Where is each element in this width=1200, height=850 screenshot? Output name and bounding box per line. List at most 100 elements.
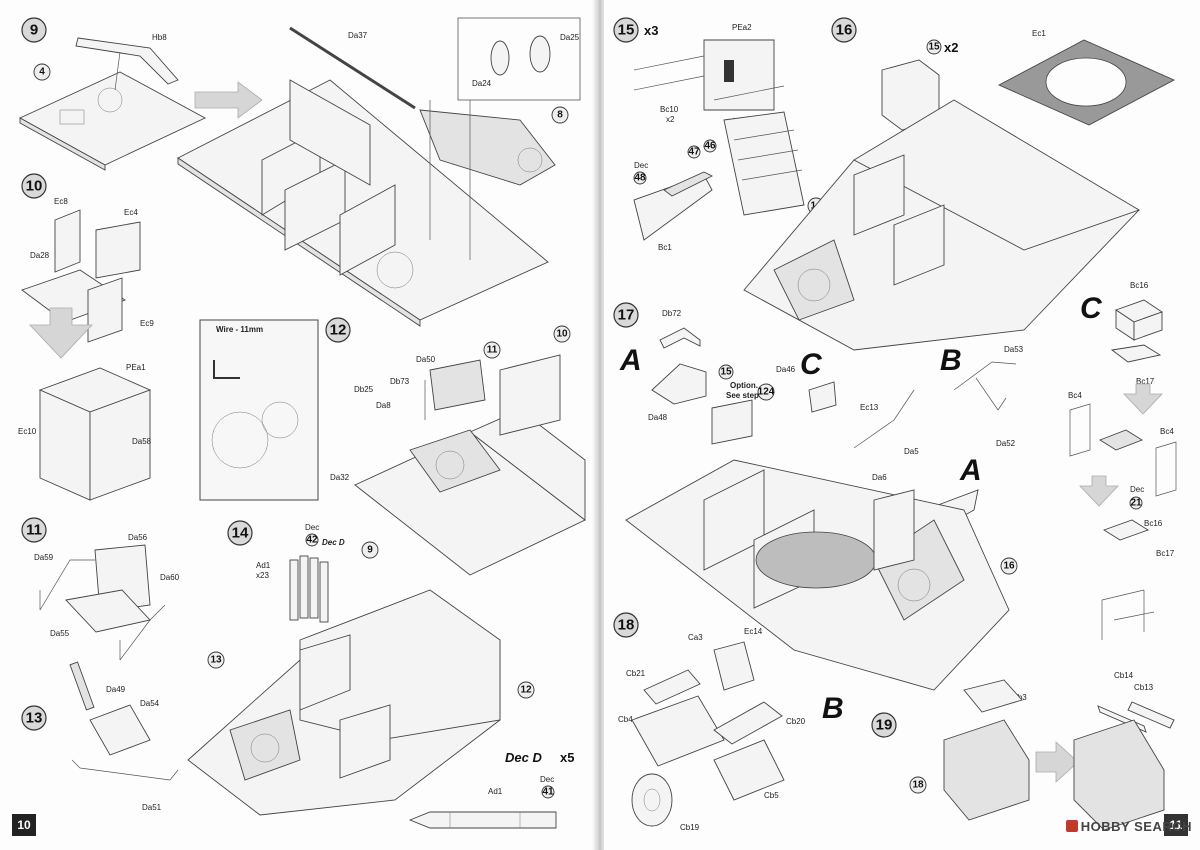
step-16: 16 15 x2 Ec1 14 bbox=[743, 17, 1176, 351]
hull-box-3 bbox=[339, 184, 396, 276]
hb8-part bbox=[75, 37, 179, 85]
cb4-label: Cb4 bbox=[618, 715, 633, 724]
step-14-engine bbox=[229, 709, 301, 781]
da58-label: Da58 bbox=[132, 437, 152, 446]
dec-48-label: 48 bbox=[634, 173, 646, 184]
sub-c-ref: C bbox=[800, 348, 823, 381]
step-15: 15 x3 PEa2 Bc10 x2 Bc1 Dec bbox=[613, 17, 805, 252]
dec-47-label: 47 bbox=[688, 147, 700, 158]
cb20-label: Cb20 bbox=[786, 717, 806, 726]
engine-part bbox=[419, 109, 556, 186]
da59-label: Da59 bbox=[34, 553, 54, 562]
step-19: 19 Cb3 18 Cb14 Cb13 bbox=[871, 671, 1175, 831]
ref-16-label: 16 bbox=[1003, 561, 1015, 572]
ref-10-label: 10 bbox=[556, 329, 568, 340]
floor-plate-edge bbox=[19, 117, 106, 171]
da24-label: Da24 bbox=[472, 79, 492, 88]
ec10-label: Ec10 bbox=[18, 427, 37, 436]
ref-8-label: 8 bbox=[557, 110, 563, 121]
sub-b-lever-part bbox=[953, 361, 1017, 411]
hull-wall bbox=[289, 79, 371, 186]
step-16-sub-mult: x2 bbox=[944, 40, 958, 55]
step-12-ref-10 bbox=[553, 325, 571, 343]
dec-21-label: 21 bbox=[1130, 498, 1142, 509]
step-124-ref: 124 bbox=[758, 387, 775, 398]
wire-note: Wire - 11mm bbox=[216, 325, 263, 334]
sub-c-arrow-1 bbox=[1123, 383, 1163, 415]
step-9-number: 9 bbox=[30, 22, 38, 39]
da37-label: Da37 bbox=[348, 31, 368, 40]
step-14-box-1 bbox=[299, 634, 351, 711]
pedal-part bbox=[71, 759, 179, 781]
dec-d-ad1-label: Ad1 bbox=[488, 787, 503, 796]
step-19-engine-block bbox=[943, 719, 1030, 821]
bc16-part-2 bbox=[1102, 519, 1150, 541]
sub-c-part-ref bbox=[808, 381, 837, 413]
step-10-badge bbox=[21, 173, 47, 199]
step-19-badge bbox=[871, 712, 897, 738]
ec4-label: Ec4 bbox=[124, 208, 138, 217]
db72-label: Db72 bbox=[662, 309, 682, 318]
bc10-label: Bc10 bbox=[660, 105, 679, 114]
step-13-number: 13 bbox=[26, 710, 43, 727]
pea2-label: PEa2 bbox=[732, 23, 752, 32]
da60-label: Da60 bbox=[160, 573, 180, 582]
wire-engine-detail bbox=[211, 411, 269, 469]
hatch-detail bbox=[97, 87, 123, 113]
cb5-part bbox=[713, 739, 785, 801]
cb19-label: Cb19 bbox=[680, 823, 700, 832]
step-19-number: 19 bbox=[876, 717, 893, 734]
step-18: 18 Ca3 Cb21 Cb4 Cb20 Cb5 Cb19 bbox=[613, 612, 806, 832]
bc16-label: Bc16 bbox=[1130, 281, 1149, 290]
step-14-box-2 bbox=[339, 704, 391, 779]
sub-a-ref: A bbox=[959, 454, 982, 487]
rod-3 bbox=[713, 85, 785, 101]
cb21-label: Cb21 bbox=[626, 669, 646, 678]
ec1-label: Ec1 bbox=[1032, 29, 1046, 38]
bc1-label: Bc1 bbox=[658, 243, 672, 252]
rod-1 bbox=[633, 55, 705, 71]
da54-label: Da54 bbox=[140, 699, 160, 708]
step-14-hull-wall bbox=[299, 589, 501, 741]
pea2-part bbox=[703, 39, 775, 111]
da56-label: Da56 bbox=[128, 533, 148, 542]
ec4-part bbox=[95, 221, 141, 279]
da37-shaft bbox=[289, 26, 416, 110]
step-13-badge bbox=[21, 705, 47, 731]
step-17-badge bbox=[613, 302, 639, 328]
option-label: Option. bbox=[730, 381, 758, 390]
ref-9-label: 9 bbox=[367, 545, 373, 556]
ec9-label: Ec9 bbox=[140, 319, 154, 328]
cb5-label: Cb5 bbox=[764, 791, 779, 800]
ec14-label: Ec14 bbox=[744, 627, 763, 636]
bc10-mult: x2 bbox=[666, 115, 675, 124]
step-15-badge bbox=[613, 17, 639, 43]
step-15-mult: x3 bbox=[644, 23, 658, 38]
ec13-part bbox=[853, 389, 915, 449]
step-9-ref-8 bbox=[551, 106, 569, 124]
dec-d-ref: Dec D bbox=[322, 538, 345, 547]
ref-4-label: 4 bbox=[39, 67, 45, 78]
step-13: 13 Da49 Da54 Da51 bbox=[21, 661, 179, 812]
step-12-ref-9 bbox=[361, 541, 379, 559]
ref-11-label: 11 bbox=[487, 345, 498, 356]
step-14-ref-12 bbox=[517, 681, 535, 699]
dec-d-mult: x5 bbox=[560, 750, 574, 765]
da5-label: Da5 bbox=[904, 447, 919, 456]
bc1-part bbox=[633, 174, 713, 241]
dec-label-15: Dec bbox=[634, 161, 648, 170]
shell-4 bbox=[319, 561, 329, 623]
seat-frame-left bbox=[39, 559, 95, 611]
step-14-ref-13 bbox=[207, 651, 225, 669]
step-19-engine-assembled bbox=[1073, 719, 1165, 831]
step-10-number: 10 bbox=[26, 178, 43, 195]
dec-d-dec-num: 41 bbox=[542, 787, 554, 798]
da52-label: Da52 bbox=[996, 439, 1016, 448]
step-11-badge bbox=[21, 517, 47, 543]
step-14: 14 Ad1 x23 Dec 42 Dec D 13 12 bbox=[187, 520, 574, 829]
sub-b-ref: B bbox=[822, 692, 844, 725]
ref-15-label-16: 15 bbox=[928, 42, 940, 53]
step-17-turret-floor bbox=[755, 531, 877, 589]
db72-part bbox=[659, 327, 701, 349]
option-rack-part bbox=[711, 399, 753, 445]
